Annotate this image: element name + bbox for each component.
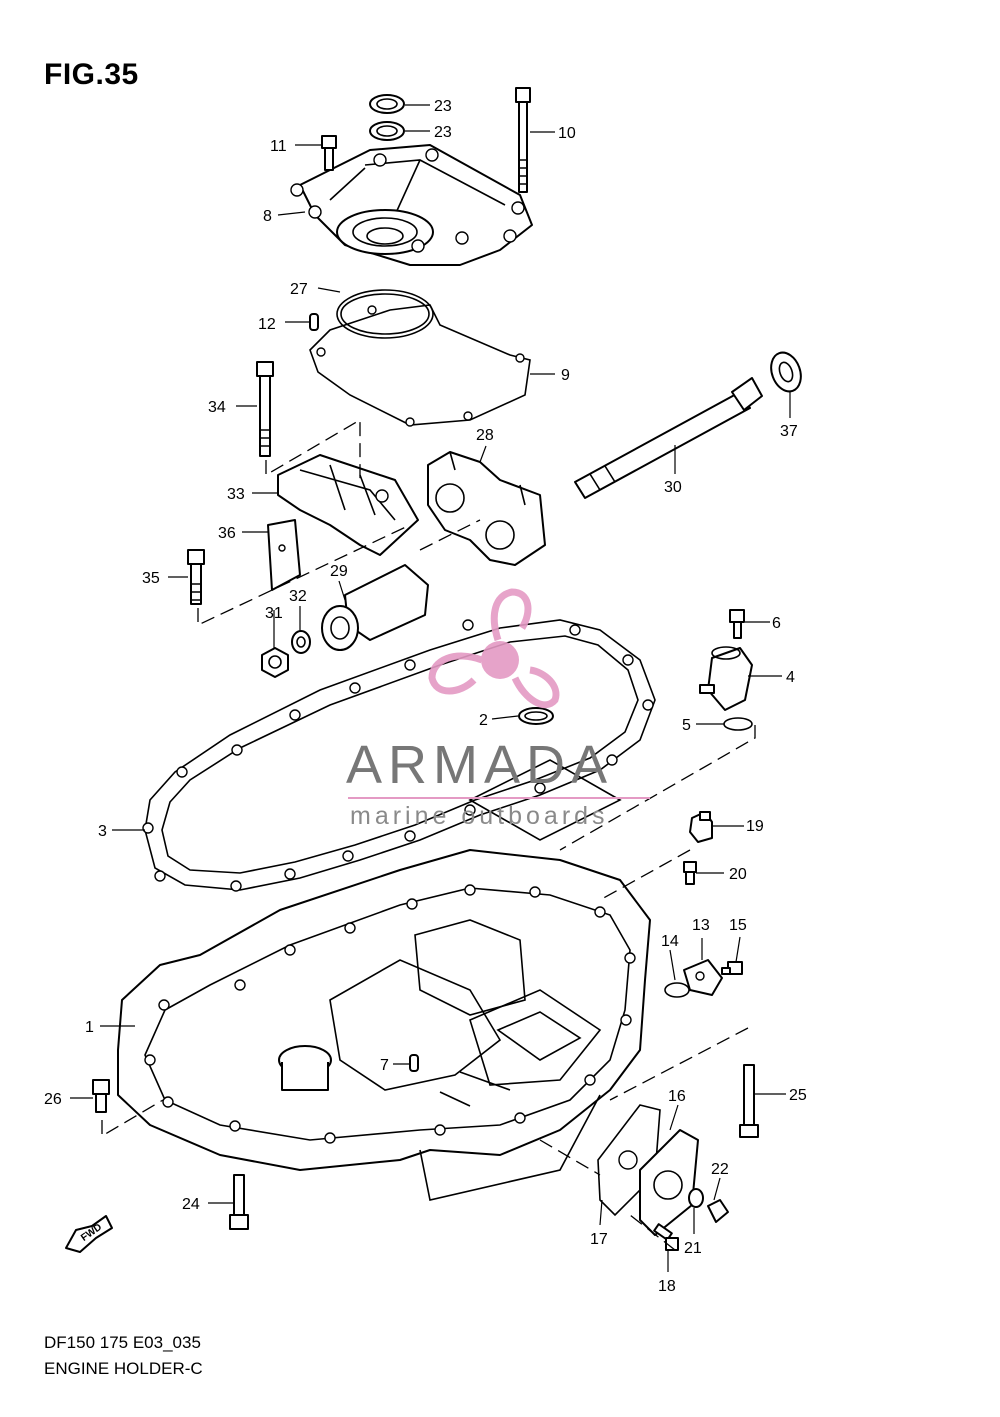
figure-title: FIG.35 (44, 58, 139, 91)
part-3-large-gasket (142, 619, 656, 892)
callout-14: 14 (661, 933, 679, 950)
part-30-through-bolt (574, 377, 763, 499)
callout-28: 28 (476, 427, 494, 444)
callout-21: 21 (684, 1240, 702, 1257)
part-20-bolt (683, 861, 697, 885)
callout-16: 16 (668, 1088, 686, 1105)
callout-23b: 23 (434, 124, 452, 141)
callout-36: 36 (218, 525, 236, 542)
callout-4: 4 (786, 669, 795, 686)
part-7-dowel-pin (409, 1054, 419, 1072)
inspection-cover-plate (468, 759, 622, 841)
part-24-bolt (229, 1174, 249, 1230)
part-34-bolt (256, 361, 274, 457)
part-15-bolt (721, 961, 743, 975)
part-11-bolt (321, 135, 337, 171)
callout-37: 37 (780, 423, 798, 440)
callout-8: 8 (263, 208, 272, 225)
callout-12: 12 (258, 316, 276, 333)
callout-7: 7 (380, 1057, 389, 1074)
part-25-bolt (739, 1064, 759, 1138)
callout-1: 1 (85, 1019, 94, 1036)
callout-35: 35 (142, 570, 160, 587)
part-27-o-ring (336, 289, 434, 339)
part-4-water-fitting (699, 646, 753, 711)
figure-caption: ENGINE HOLDER-C (44, 1359, 203, 1378)
callout-34: 34 (208, 399, 226, 416)
part-37-washer (770, 351, 802, 393)
leader-lines (70, 104, 791, 1272)
part-33-bracket (277, 454, 419, 556)
callout-25: 25 (789, 1087, 807, 1104)
part-35-bolt (187, 549, 205, 605)
callout-13: 13 (692, 917, 710, 934)
watermark-divider (348, 797, 650, 799)
part-14-gasket (664, 982, 690, 998)
callout-5: 5 (682, 717, 691, 734)
callout-10: 10 (558, 125, 576, 142)
watermark-tagline: marine outboards (350, 802, 609, 830)
part-23-seal-upper (369, 94, 405, 114)
callout-31: 31 (265, 605, 283, 622)
callout-30: 30 (664, 479, 682, 496)
assembly-lines (101, 418, 756, 1251)
callout-11: 11 (270, 138, 287, 155)
part-22-drain-plug (707, 1199, 729, 1223)
callout-20: 20 (729, 866, 747, 883)
part-31-nut (261, 647, 289, 678)
callout-2: 2 (479, 712, 488, 729)
part-36-plate (267, 519, 301, 591)
part-2-seal (518, 707, 554, 725)
callout-18: 18 (658, 1278, 676, 1295)
part-8-upper-cover (290, 144, 533, 266)
callout-19: 19 (746, 818, 764, 835)
part-10-long-bolt (515, 87, 531, 193)
model-code: DF150 175 E03_035 (44, 1333, 201, 1352)
callout-23a: 23 (434, 98, 452, 115)
callout-33: 33 (227, 486, 245, 503)
callout-26: 26 (44, 1091, 62, 1108)
part-18-bolt (653, 1223, 679, 1251)
callout-15: 15 (729, 917, 747, 934)
watermark-brand: ARMADA (346, 735, 614, 795)
footer: DF150 175 E03_035 ENGINE HOLDER-C (44, 1330, 203, 1382)
part-9-gasket (309, 304, 531, 427)
part-12-dowel-pin (309, 313, 319, 331)
part-28-engine-mount (427, 451, 546, 566)
part-13-cover (683, 959, 723, 996)
part-6-bolt (729, 609, 745, 639)
callout-29: 29 (330, 563, 348, 580)
callout-9: 9 (561, 367, 570, 384)
part-23-seal-lower (369, 121, 405, 141)
part-26-bolt (92, 1079, 110, 1113)
part-19-sensor (689, 811, 713, 843)
callout-3: 3 (98, 823, 107, 840)
callout-32: 32 (289, 588, 307, 605)
callout-17: 17 (590, 1231, 608, 1248)
callout-27: 27 (290, 281, 308, 298)
part-16-cover (639, 1129, 699, 1236)
part-29-bushing (321, 564, 429, 651)
callout-22: 22 (711, 1161, 729, 1178)
part-1-oil-pan (117, 849, 651, 1201)
callout-6: 6 (772, 615, 781, 632)
propeller-logo (428, 588, 560, 709)
callout-labels: 23 23 10 11 8 27 12 9 34 37 28 30 33 36 … (44, 98, 807, 1295)
part-21-washer (688, 1188, 704, 1208)
fwd-arrow-icon: FWD (65, 1215, 113, 1253)
part-5-o-ring (723, 717, 753, 731)
callout-24: 24 (182, 1196, 200, 1213)
part-32-washer (291, 630, 311, 654)
